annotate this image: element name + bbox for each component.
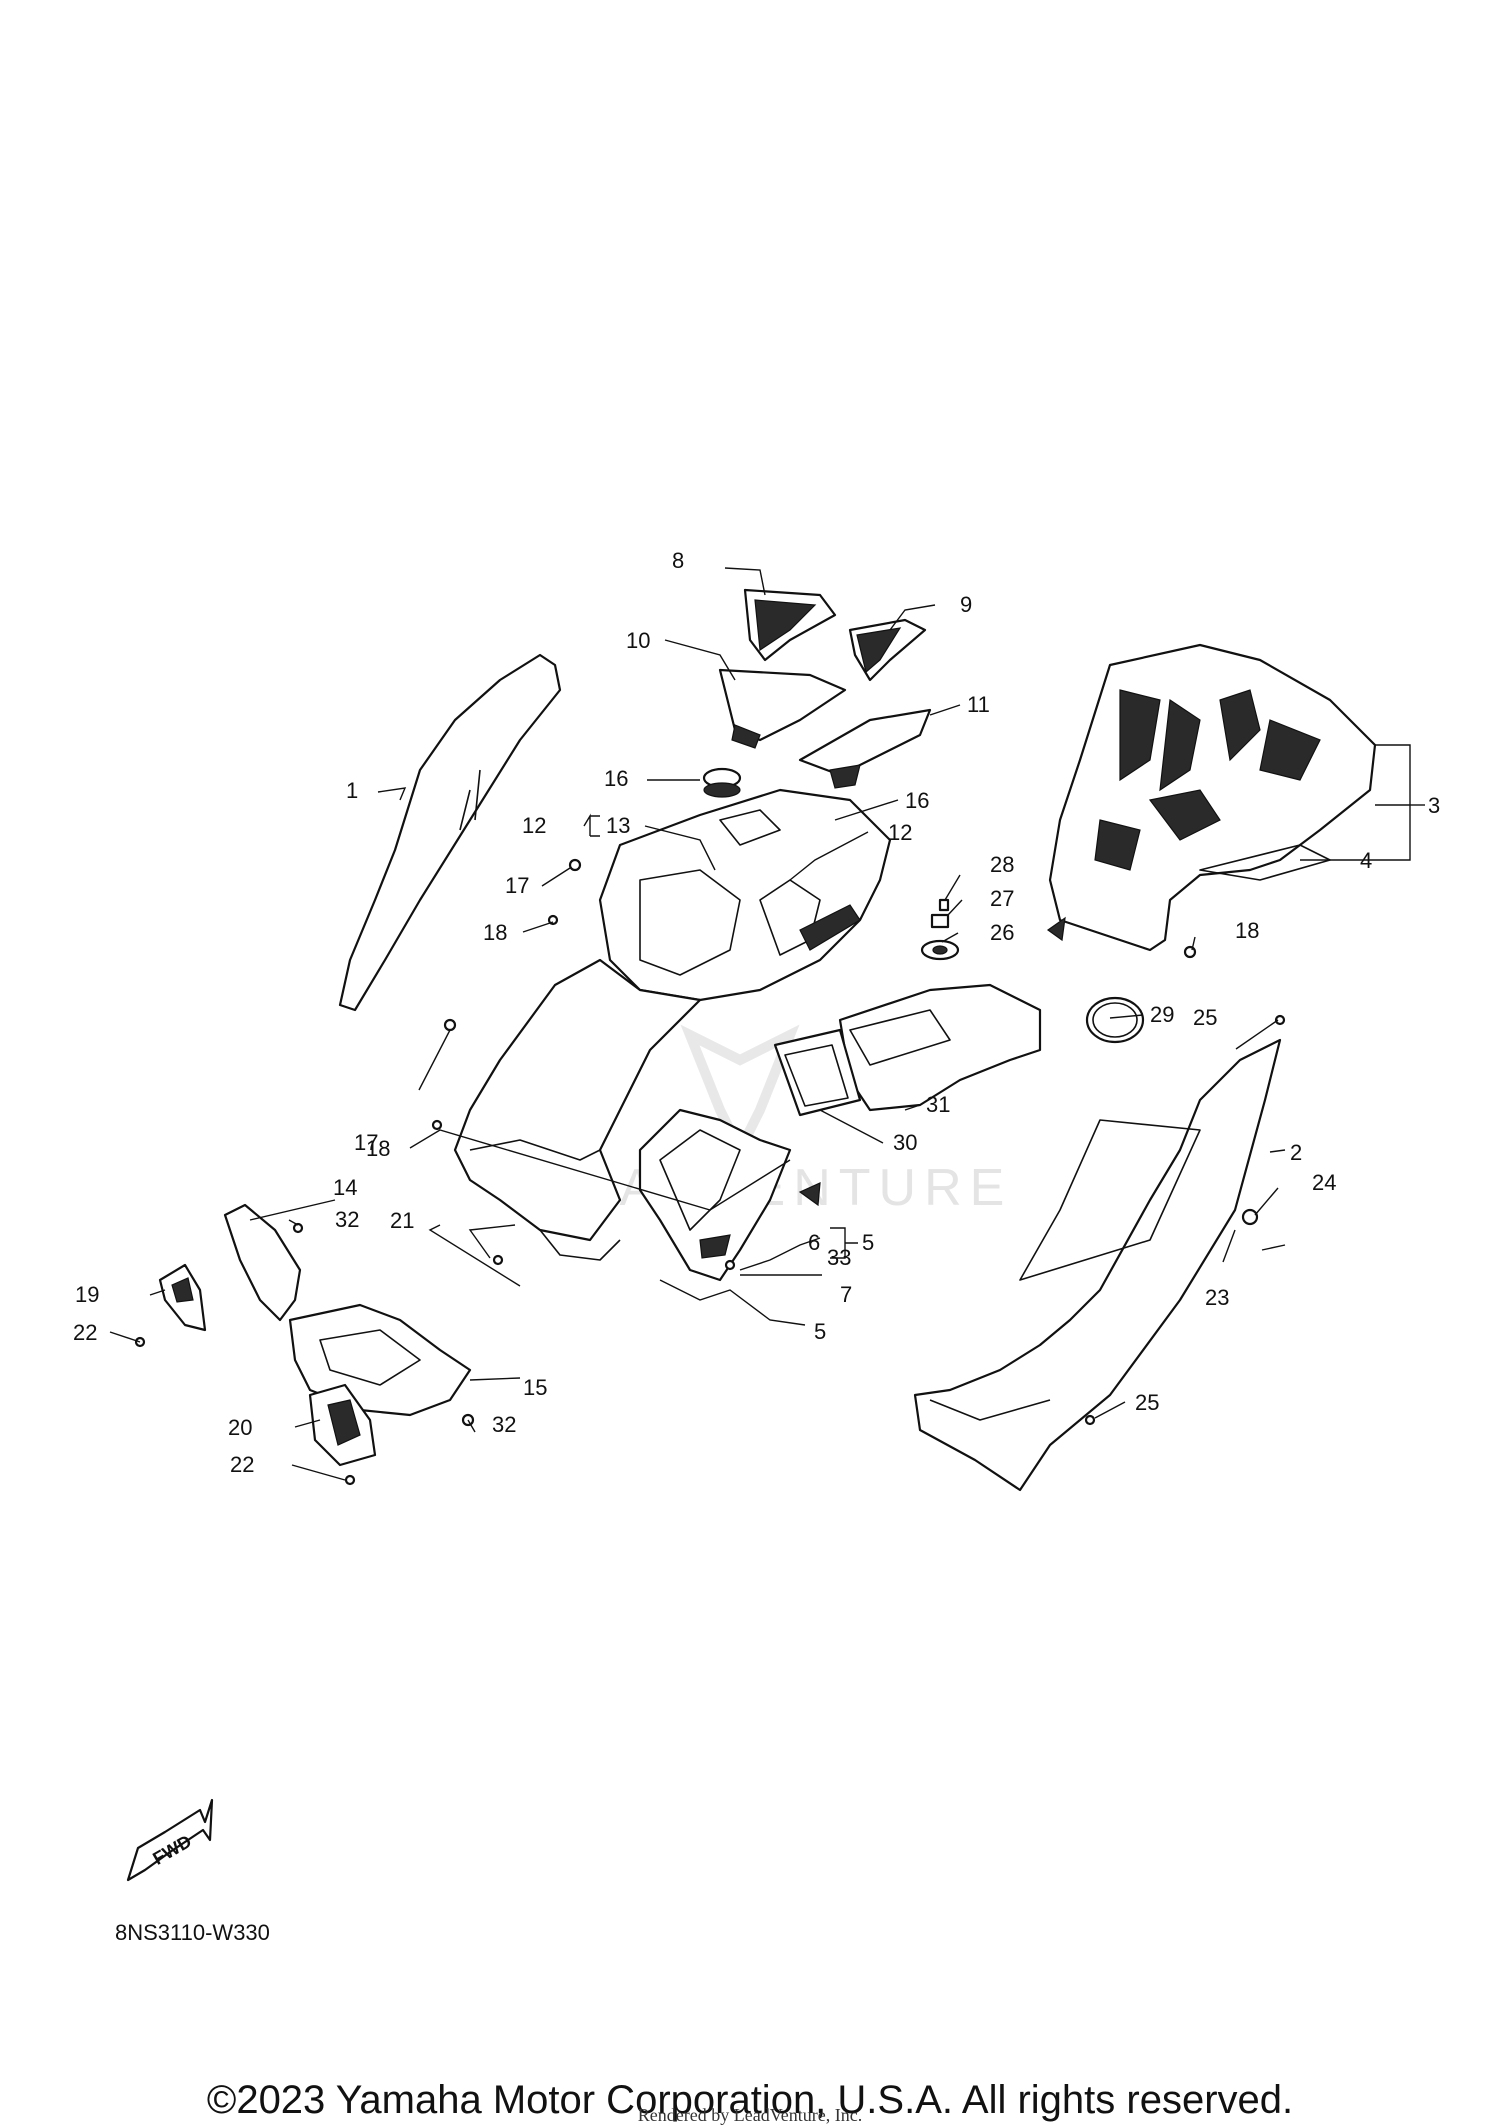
- callout-12-bracket: 12: [522, 813, 546, 838]
- part-11-duct-cover[interactable]: [798, 708, 932, 789]
- copyright-text: ©2023 Yamaha Motor Corporation, U.S.A. A…: [206, 2078, 1294, 2122]
- callout-31: 31: [926, 1092, 950, 1117]
- callout-26: 26: [990, 920, 1014, 945]
- callout-22-upper: 22: [73, 1320, 97, 1345]
- callout-25-upper: 25: [1193, 1005, 1217, 1030]
- callout-12: 12: [888, 820, 912, 845]
- part-2-side-panel-right[interactable]: [913, 1038, 1282, 1492]
- callout-32-upper: 32: [335, 1207, 359, 1232]
- arrow-marker-storage: [1046, 916, 1066, 942]
- callout-6: 6: [808, 1230, 820, 1255]
- callouts: 1 2 3 4 5 5 6 7 8 9 10 11 12 12 13 14 15…: [73, 548, 1440, 1477]
- part-12-front-cowl[interactable]: [598, 788, 892, 1002]
- callout-9: 9: [960, 592, 972, 617]
- leader-lines: [109, 567, 1425, 1481]
- callout-5: 5: [814, 1319, 826, 1344]
- callout-14: 14: [333, 1175, 357, 1200]
- part-1-side-panel-left[interactable]: [338, 653, 562, 1012]
- callout-1: 1: [346, 778, 358, 803]
- callout-20: 20: [228, 1415, 252, 1440]
- callout-18-upper: 18: [483, 920, 507, 945]
- callout-32-lower: 32: [492, 1412, 516, 1437]
- part-20-grill[interactable]: [308, 1383, 377, 1467]
- part-19-grill[interactable]: [158, 1263, 207, 1332]
- callout-18-lower: 18: [366, 1136, 390, 1161]
- callout-5-bracket: 5: [862, 1230, 874, 1255]
- callout-33: 33: [827, 1245, 851, 1270]
- diagram-code: 8NS3110-W330: [115, 1920, 270, 1945]
- callout-23: 23: [1205, 1285, 1229, 1310]
- callout-25-lower: 25: [1135, 1390, 1159, 1415]
- callout-3: 3: [1428, 793, 1440, 818]
- part-5-lower-panel[interactable]: [638, 1108, 792, 1282]
- callout-22-lower: 22: [230, 1452, 254, 1477]
- part-16-grommet-left[interactable]: [702, 767, 742, 798]
- callout-16-left: 16: [604, 766, 628, 791]
- callout-16-right: 16: [905, 788, 929, 813]
- callout-11: 11: [967, 692, 990, 717]
- callout-2: 2: [1290, 1140, 1302, 1165]
- callout-30: 30: [893, 1130, 917, 1155]
- callout-8: 8: [672, 548, 684, 573]
- callout-28: 28: [990, 852, 1014, 877]
- part-14-bracket[interactable]: [223, 1203, 302, 1322]
- part-9-louver[interactable]: [848, 618, 927, 682]
- callout-17-lower: 17: [354, 1130, 378, 1155]
- callout-10: 10: [626, 628, 650, 653]
- part-3-storage-box[interactable]: [1048, 643, 1377, 952]
- callout-24: 24: [1312, 1170, 1336, 1195]
- arrow-marker-panel: [798, 1182, 821, 1207]
- part-31-air-duct[interactable]: [838, 983, 1042, 1112]
- callout-17-upper: 17: [505, 873, 529, 898]
- part-front-body[interactable]: [453, 958, 702, 1261]
- callout-18-right: 18: [1235, 918, 1259, 943]
- callout-21: 21: [390, 1208, 414, 1233]
- callout-29: 29: [1150, 1002, 1174, 1027]
- fwd-arrow-icon: FWD: [126, 1798, 214, 1882]
- callout-7: 7: [840, 1282, 852, 1307]
- callout-4: 4: [1360, 848, 1372, 873]
- callout-15: 15: [523, 1375, 547, 1400]
- callout-27: 27: [990, 886, 1014, 911]
- rendered-by-text: Rendered by LeadVenture, Inc.: [637, 2105, 863, 2125]
- part-30-seal[interactable]: [773, 1028, 862, 1117]
- part-8-louver[interactable]: [743, 588, 837, 662]
- callout-19: 19: [75, 1282, 99, 1307]
- part-10-duct-cover[interactable]: [718, 668, 847, 749]
- callout-13: 13: [606, 813, 630, 838]
- part-29-band[interactable]: [1085, 996, 1145, 1044]
